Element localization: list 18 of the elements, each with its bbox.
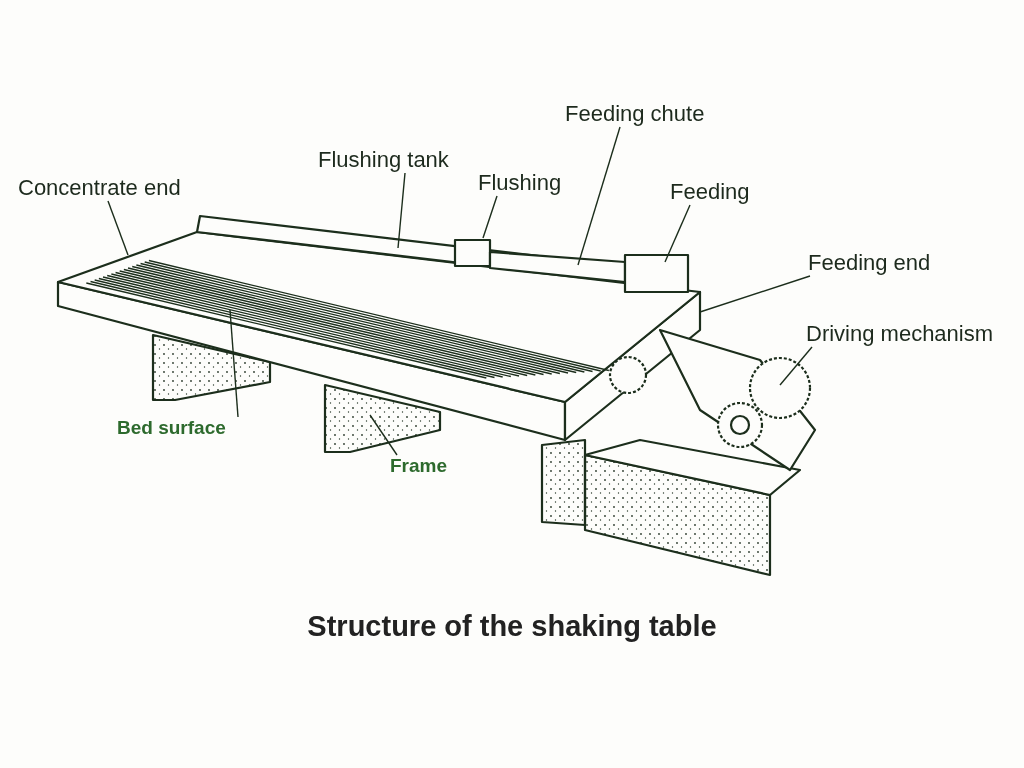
- part-label: Flushing tank: [318, 147, 449, 173]
- part-label: Feeding: [670, 179, 750, 205]
- part-label: Feeding end: [808, 250, 931, 276]
- part-label: Frame: [390, 455, 448, 477]
- leader-line: [229, 309, 239, 418]
- leader-line: [699, 275, 811, 313]
- part-label: Bed surface: [117, 417, 226, 439]
- leader-line: [397, 172, 406, 249]
- leader-line: [107, 200, 129, 256]
- part-label: Flushing: [478, 170, 562, 196]
- part-label: Driving mechanism: [806, 321, 994, 347]
- part-label: Feeding chute: [565, 101, 705, 127]
- leader-line: [664, 204, 691, 263]
- leader-line: [779, 346, 813, 386]
- diagram-caption: Structure of the shaking table: [307, 610, 717, 642]
- part-label: Concentrate end: [18, 175, 181, 201]
- leader-line: [577, 126, 621, 266]
- leader-line: [482, 195, 498, 239]
